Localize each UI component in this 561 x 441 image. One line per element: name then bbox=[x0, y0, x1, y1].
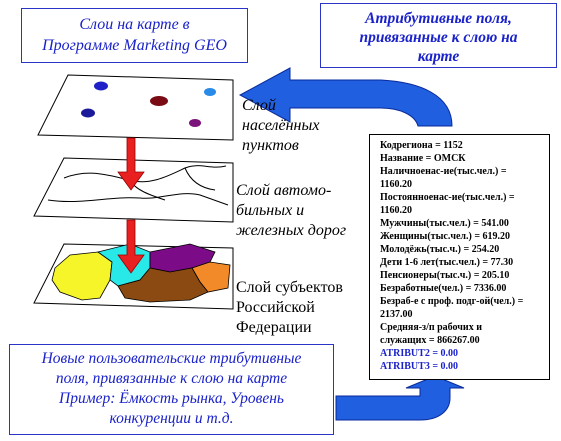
attribute-row: Женщины(тыс.чел.) = 619.20 bbox=[380, 231, 511, 242]
layers-title-line1: Слои на карте в bbox=[79, 16, 190, 33]
subjects-label-line2: Российской bbox=[236, 299, 315, 316]
settlements-layer-label: Слой населённых пунктов bbox=[242, 96, 319, 156]
roads-label-line3: железных дорог bbox=[236, 222, 347, 239]
attribute-row: Средняя-з/п рабочих и bbox=[380, 322, 482, 333]
attribute-row: 2137.00 bbox=[380, 309, 413, 320]
new-fields-line2: поля, привязанные к слою на карте bbox=[55, 370, 288, 387]
settlements-label-line3: пунктов bbox=[242, 137, 299, 154]
attribute-panel: Кодрегиона = 1152 Название = ОМСК Наличн… bbox=[369, 134, 550, 380]
subjects-label-line3: Федерации bbox=[236, 319, 312, 336]
attribute-row: Название = ОМСК bbox=[380, 153, 466, 164]
blue-arrow-top bbox=[238, 67, 453, 127]
new-attribute-row: ATRIBUT2 = 0.00 bbox=[380, 348, 459, 359]
attr-title-line2: привязанные к слою на bbox=[359, 29, 518, 46]
red-arrow-down bbox=[117, 137, 145, 191]
settlements-label-line1: Слой bbox=[242, 97, 276, 114]
new-fields-box: Новые пользовательские трибутивные поля,… bbox=[9, 344, 334, 435]
settlement-point bbox=[94, 81, 108, 91]
region-brown bbox=[117, 267, 209, 303]
attr-title-line3: карте bbox=[417, 48, 460, 65]
new-attribute-row: ATRIBUT3 = 0.00 bbox=[380, 361, 459, 372]
attribute-row: 1160.20 bbox=[380, 179, 412, 190]
red-arrow-down bbox=[117, 219, 145, 274]
blue-arrow-bottom bbox=[335, 375, 465, 421]
subjects-layer-label: Слой субъектов Российской Федерации bbox=[236, 278, 343, 338]
settlements-layer bbox=[37, 74, 234, 141]
attribute-row: служащих = 866267.00 bbox=[380, 335, 480, 346]
road-line bbox=[63, 165, 227, 183]
attr-title-line1: Атрибутивные поля, bbox=[365, 10, 512, 27]
layers-title-box: Слои на карте в Программе Marketing GEO bbox=[21, 8, 248, 63]
settlement-point bbox=[204, 88, 216, 96]
attribute-fields-title-box: Атрибутивные поля, привязанные к слою на… bbox=[320, 3, 557, 68]
layers-title-line2: Программе Marketing GEO bbox=[42, 37, 227, 54]
attribute-row: Наличноенас-ие(тыс.чел.) = bbox=[380, 166, 507, 177]
settlement-point bbox=[81, 108, 95, 118]
region-yellow bbox=[51, 251, 113, 301]
roads-label-line1: Слой автомо- bbox=[236, 182, 332, 199]
road-line bbox=[47, 193, 229, 206]
new-fields-line1: Новые пользовательские трибутивные bbox=[41, 350, 302, 367]
attribute-row: Молодёжь(тыс.ч.) = 254.20 bbox=[380, 244, 500, 255]
roads-layer bbox=[33, 157, 234, 223]
subjects-label-line1: Слой субъектов bbox=[236, 279, 343, 296]
attribute-row: Мужчины(тыс.чел.) = 541.00 bbox=[380, 218, 509, 229]
attribute-row: Пенсионеры(тыс.ч.) = 205.10 bbox=[380, 270, 510, 281]
roads-label-line2: бильных и bbox=[236, 202, 305, 219]
attribute-row: Дети 1-6 лет(тыс.чел.) = 77.30 bbox=[380, 257, 514, 268]
settlement-point bbox=[150, 96, 168, 106]
roads-layer-label: Слой автомо- бильных и железных дорог bbox=[236, 181, 346, 241]
road-line bbox=[184, 167, 216, 191]
attribute-row: Безраб-е с проф. подг-ой(чел.) = bbox=[380, 296, 524, 307]
attribute-row: Постоянноенас-ие(тыс.чел.) = bbox=[380, 192, 515, 203]
settlements-label-line2: населённых bbox=[242, 117, 320, 134]
new-fields-line3: Пример: Ёмкость рынка, Уровень bbox=[59, 390, 284, 407]
attribute-row: Безработные(чел.) = 7336.00 bbox=[380, 283, 507, 294]
settlement-point bbox=[189, 119, 201, 127]
attribute-row: 1160.20 bbox=[380, 205, 412, 216]
attribute-row: Кодрегиона = 1152 bbox=[380, 140, 463, 151]
new-fields-line4: конкуренции и т.д. bbox=[109, 410, 234, 427]
